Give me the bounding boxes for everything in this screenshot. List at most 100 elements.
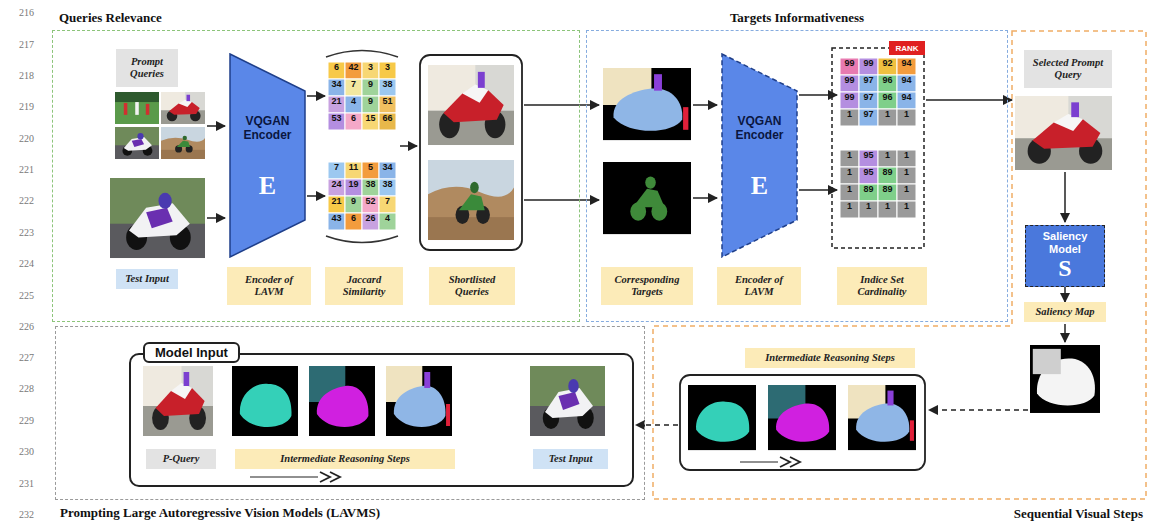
grid-cell (840, 201, 859, 218)
grid-cell (362, 96, 379, 113)
grid-cell (379, 179, 396, 196)
grid-cell (362, 179, 379, 196)
grid-number: 95 (859, 167, 878, 184)
grid-cell (328, 213, 345, 230)
grid-number: 4 (345, 96, 362, 113)
grid-number: 6 (345, 113, 362, 130)
label-text: Intermediate Reasoning Steps (280, 453, 410, 465)
grid-cell (328, 196, 345, 213)
grid-number: 1 (840, 201, 859, 218)
label-text: Shortlisted Queries (433, 274, 511, 298)
grid-cell (859, 150, 878, 167)
grid-cell (859, 184, 878, 201)
panel-title: Model Input (143, 342, 240, 363)
grid-number: 53 (328, 113, 345, 130)
grid-cell (379, 162, 396, 179)
grid-cell (379, 79, 396, 96)
grid-number: 89 (878, 184, 897, 201)
label-text: Test Input (549, 453, 593, 465)
line-number: 230 (4, 446, 34, 457)
grid-cell (878, 109, 897, 126)
rank-badge: RANK (889, 41, 925, 55)
stage-heading: Prompting Large Autoregressive Vision Mo… (60, 505, 380, 521)
grid-number: 7 (379, 196, 396, 213)
grid-cell (840, 109, 859, 126)
grid-cell (859, 75, 878, 92)
grid-number: 1 (878, 201, 897, 218)
grid-cell (345, 62, 362, 79)
label-text: Encoder of LAVM (721, 274, 797, 298)
grid-cell (345, 196, 362, 213)
grid-cell (897, 92, 916, 109)
line-number: 232 (4, 509, 34, 520)
grid-number: 11 (345, 162, 362, 179)
stage-heading: Sequential Visual Steps (1014, 506, 1143, 522)
grid-cell (878, 150, 897, 167)
grid-number: 97 (859, 92, 878, 109)
grid-number: 1 (859, 201, 878, 218)
grid-number: 95 (859, 150, 878, 167)
model-name: Saliency Model (1029, 230, 1101, 255)
grid-cell (345, 79, 362, 96)
grid-cell (897, 150, 916, 167)
grid-cell (840, 75, 859, 92)
grid-number: 1 (897, 184, 916, 201)
grid-cell (345, 213, 362, 230)
grid-cell (362, 213, 379, 230)
grid-number: 43 (328, 213, 345, 230)
query-label: Selected Prompt Query (1024, 50, 1112, 88)
grid-number: 7 (328, 162, 345, 179)
grid-number: 9 (362, 96, 379, 113)
line-number: 225 (4, 290, 34, 301)
grid-number: 34 (328, 79, 345, 96)
grid-number: 7 (345, 79, 362, 96)
stage-region: Prompting Large Autoregressive Vision Mo… (55, 326, 645, 500)
grid-number: 99 (859, 58, 878, 75)
grid-cell (840, 58, 859, 75)
label-text: Intermediate Reasoning Steps (765, 352, 895, 364)
line-number: 223 (4, 227, 34, 238)
grid-number: 99 (840, 75, 859, 92)
grid-number: 21 (328, 196, 345, 213)
encoder-name: VQGAN Encoder (229, 115, 306, 143)
label-text: Prompt Queries (120, 56, 174, 80)
label-text: Jaccard Similarity (329, 274, 399, 298)
grid-cell (897, 167, 916, 184)
grid-number: 1 (840, 150, 859, 167)
grid-cell (897, 201, 916, 218)
grid-cell (328, 62, 345, 79)
grid-number: 1 (878, 150, 897, 167)
input-label: Test Input (533, 449, 608, 469)
grid-number: 4 (379, 213, 396, 230)
line-number: 227 (4, 352, 34, 363)
grid-number: 94 (897, 75, 916, 92)
encoder-symbol: E (721, 171, 798, 201)
grid-number: 34 (379, 162, 396, 179)
grid-cell (328, 179, 345, 196)
grid-cell (345, 162, 362, 179)
line-number: 220 (4, 133, 34, 144)
line-number: 222 (4, 195, 34, 206)
label-text: Corresponding Targets (605, 274, 689, 298)
grid-number: 89 (878, 167, 897, 184)
caption-box: Jaccard Similarity (325, 267, 403, 305)
line-number: 229 (4, 415, 34, 426)
label-text: Test Input (125, 273, 169, 285)
grid-cell (878, 201, 897, 218)
grid-number: 9 (362, 79, 379, 96)
grid-cell (840, 167, 859, 184)
grid-cell (859, 92, 878, 109)
grid-cell (897, 184, 916, 201)
grid-cell (897, 109, 916, 126)
grid-cell (878, 75, 897, 92)
caption-box: Encoder of LAVM (717, 267, 801, 305)
badge-text: RANK (895, 44, 918, 53)
label-text: Selected Prompt Query (1028, 57, 1108, 81)
grid-number: 94 (897, 58, 916, 75)
encoder-trapezoid: VQGAN EncoderE (229, 53, 306, 258)
line-number: 216 (4, 7, 34, 18)
grid-cell (328, 113, 345, 130)
grid-cell (362, 162, 379, 179)
grid-cell (878, 58, 897, 75)
grid-number: 96 (878, 92, 897, 109)
